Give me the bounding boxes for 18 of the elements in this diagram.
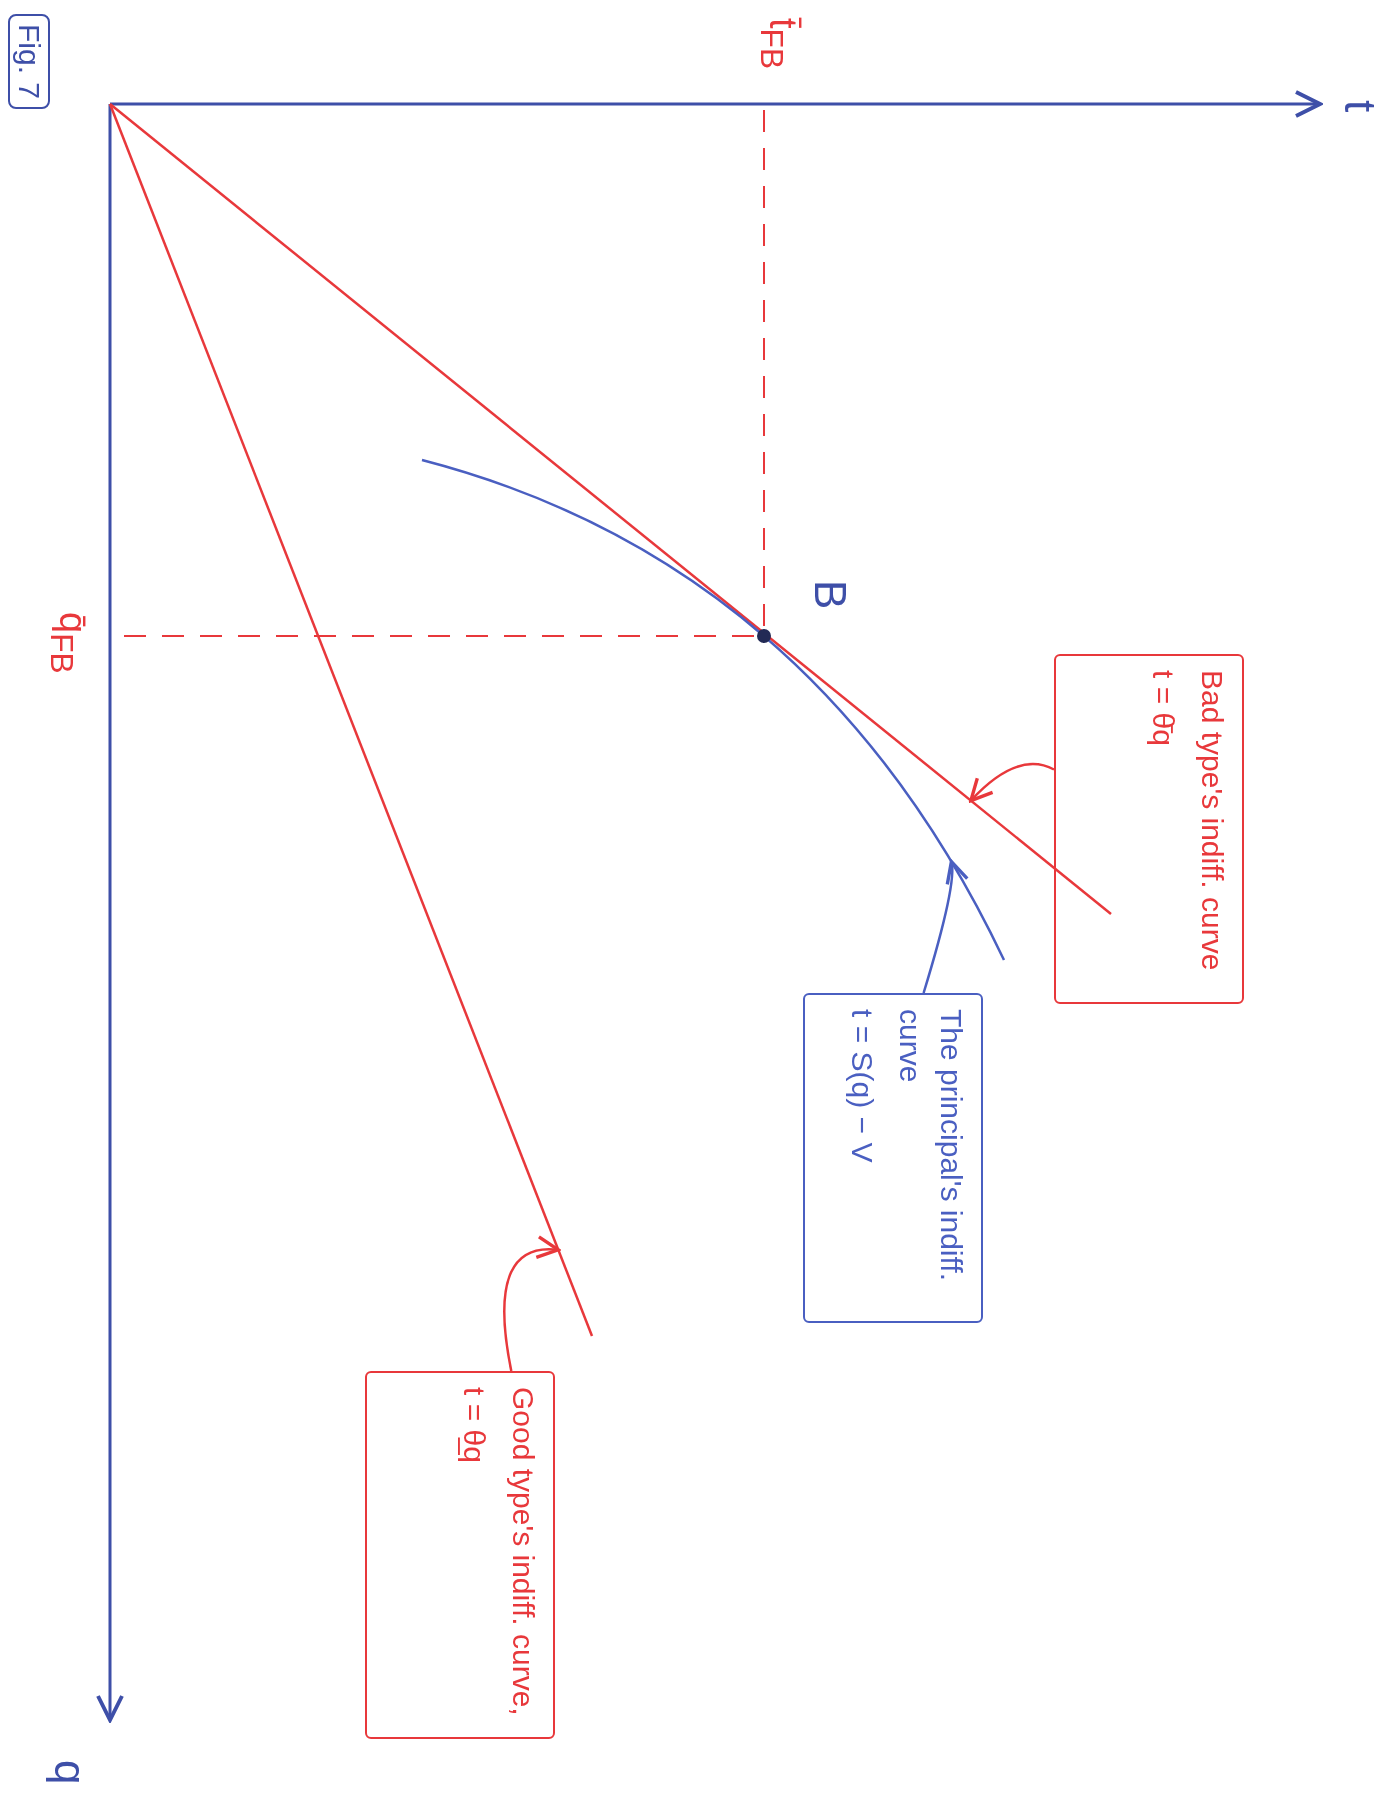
indifference-curve (421, 458, 1006, 961)
callout-box (803, 993, 983, 1323)
indifference-line (108, 103, 594, 1337)
axis-label: t (1338, 100, 1382, 113)
callout-text: t = θ̲q (457, 1387, 493, 1465)
callout-text: t = S(q) − V (845, 1009, 880, 1165)
leader-arrow (969, 762, 1055, 803)
figure-number: Fig. 7 (8, 14, 50, 110)
leader-arrow (503, 1236, 560, 1372)
point-label: B (808, 580, 852, 610)
callout-box (365, 1371, 555, 1739)
callout-text: Bad type's indiff. curve (1195, 670, 1230, 973)
callout-box (1054, 654, 1244, 1004)
callout-text: Good type's indiff. curve, (506, 1387, 541, 1718)
axis-label: q (48, 1760, 92, 1785)
indifference-line (109, 103, 1112, 915)
callout-text: t = θ̄q (1146, 670, 1182, 748)
leader-arrow (922, 859, 968, 994)
